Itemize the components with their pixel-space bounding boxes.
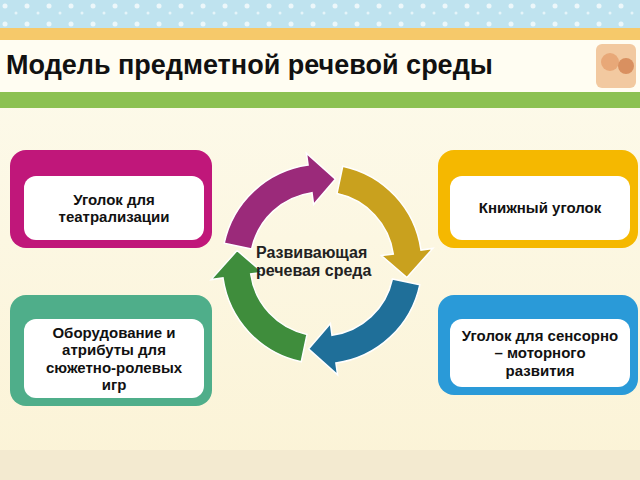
sky-band [0,0,640,32]
sky-dots [0,0,640,32]
cycle-arrow [309,279,420,375]
bottom-band [0,450,640,480]
box-text: Оборудование и атрибуты для сюжетно-роле… [32,324,196,393]
box-inner: Уголок для театрализации [24,176,204,240]
cycle-arrows [211,153,433,375]
corner-box: Оборудование и атрибуты для сюжетно-роле… [10,295,212,406]
corner-box: Книжный уголок [438,150,638,248]
box-inner: Книжный уголок [450,176,630,240]
box-text: Уголок для театрализации [32,191,196,226]
title: Модель предметной речевой среды [6,50,493,81]
center-label: Развивающая речевая среда [256,244,392,279]
orange-strip [0,28,640,40]
green-strip [0,92,640,108]
corner-box: Уголок для театрализации [10,150,212,248]
photo-face [601,53,619,71]
corner-box: Уголок для сенсорно – моторного развития [438,295,638,395]
box-text: Уголок для сенсорно – моторного развития [458,327,622,379]
photo-face [618,58,634,74]
box-text: Книжный уголок [479,199,602,216]
box-inner: Уголок для сенсорно – моторного развития [450,319,630,387]
box-inner: Оборудование и атрибуты для сюжетно-роле… [24,319,204,398]
photo-icon [596,44,636,88]
title-bar [0,40,640,92]
cycle-arrow [224,153,335,249]
